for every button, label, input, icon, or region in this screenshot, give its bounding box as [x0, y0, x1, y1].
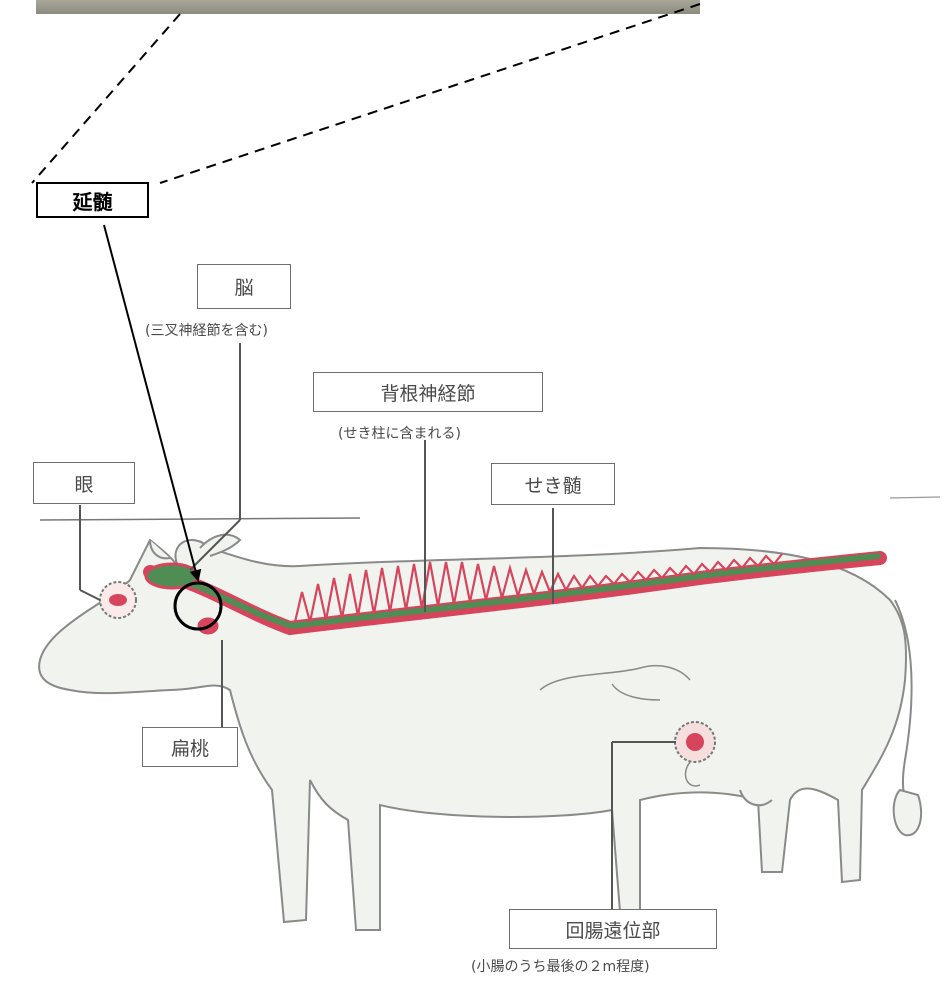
brain-label: 脳: [197, 264, 291, 309]
ileum-core: [686, 733, 704, 751]
spinal-cord-label: せき髄: [491, 463, 615, 505]
brain-note: (三叉神経節を含む): [145, 320, 268, 340]
medulla-arrow: [104, 225, 198, 580]
horizon-line: [40, 518, 360, 520]
horizon-line-right: [890, 497, 940, 498]
medulla-label: 延髄: [36, 182, 149, 218]
cow-tail-tuft: [894, 790, 921, 835]
tonsil-label: 扁桃: [142, 727, 238, 767]
eye-label: 眼: [33, 462, 135, 504]
distal-ileum-note: (小腸のうち最後の２m程度): [471, 956, 650, 976]
dorsal-root-note: (せき柱に含まれる): [338, 423, 461, 443]
eye-pupil: [109, 594, 127, 606]
zoom-guide-left: [32, 14, 180, 183]
dorsal-root-ganglion-label: 背根神経節: [313, 372, 543, 412]
zoom-guide-right: [160, 4, 700, 183]
eye-leader-h: [80, 590, 100, 600]
distal-ileum-label: 回腸遠位部: [509, 909, 717, 949]
